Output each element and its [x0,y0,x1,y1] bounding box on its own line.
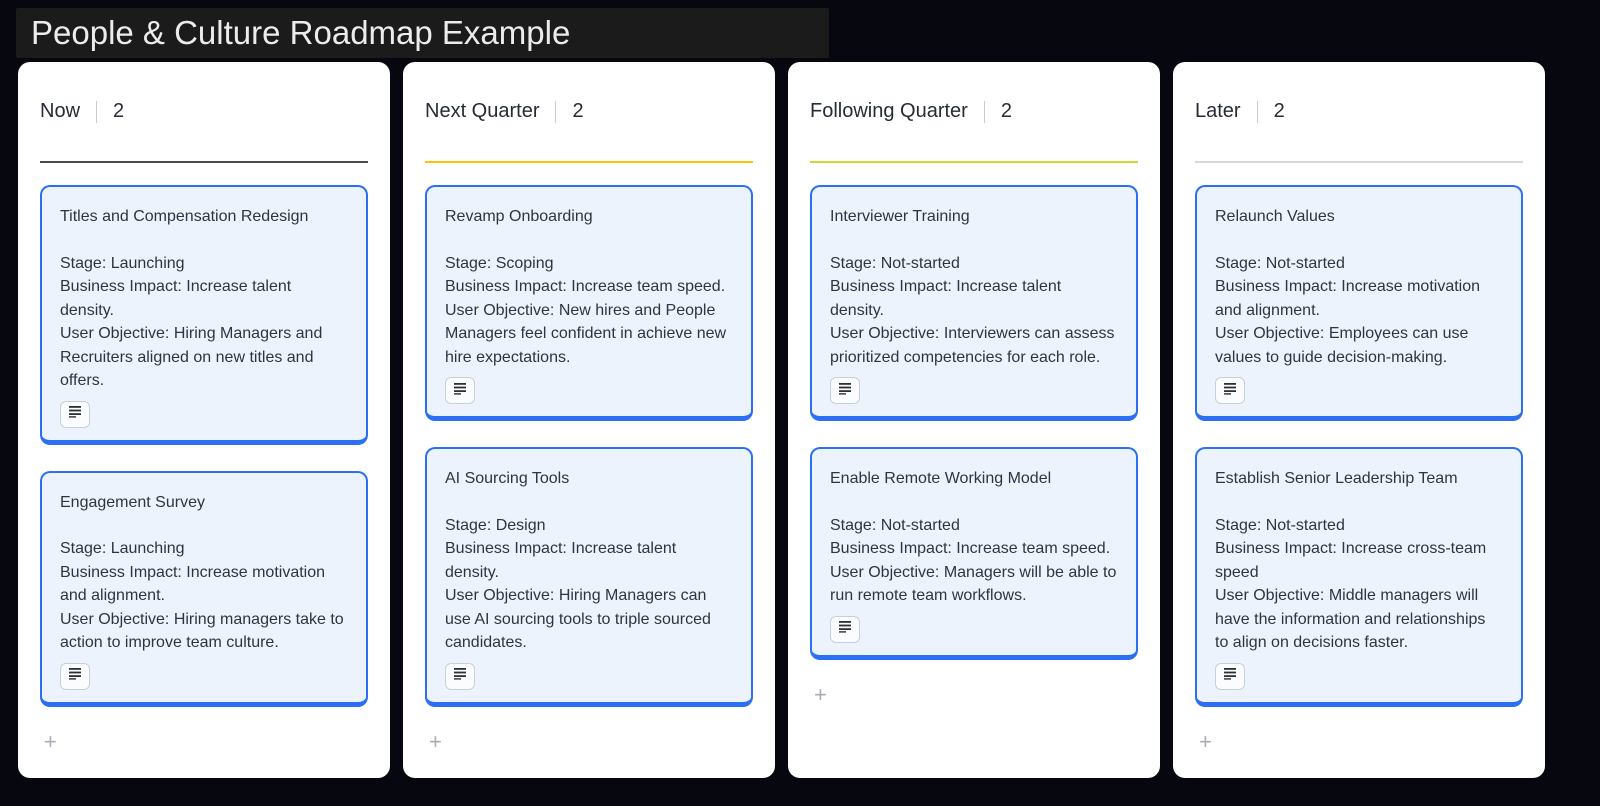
card-body: Stage: Launching Business Impact: Increa… [60,537,348,655]
card-stage: Stage: Launching [60,254,185,272]
notes-button[interactable] [445,377,475,405]
card-body: Stage: Not-started Business Impact: Incr… [1215,252,1503,370]
notes-button[interactable] [60,400,90,428]
column-name: Following Quarter [810,100,968,122]
card-user-objective: User Objective: Employees can use values… [1215,325,1469,366]
notes-button[interactable] [1215,662,1245,690]
add-card-button[interactable]: + [1199,728,1212,754]
notes-icon [68,664,82,688]
card-title: Titles and Compensation Redesign [60,208,309,225]
column-header: Next Quarter 2 [425,100,753,123]
card-title: Relaunch Values [1215,208,1335,225]
notes-button[interactable] [445,662,475,690]
column-card-count: 2 [572,100,584,122]
column-accent-rule [425,161,753,163]
card-list: Interviewer Training Stage: Not-started … [810,185,1138,660]
column-accent-rule [40,161,368,163]
column-following-quarter: Following Quarter 2 Interviewer Training… [788,62,1160,778]
card-title: Establish Senior Leadership Team [1215,470,1458,488]
card-user-objective: User Objective: Hiring Managers and Recr… [60,325,323,390]
card-title: Interviewer Training [830,208,970,225]
card-user-objective: User Objective: Hiring managers take to … [60,610,344,652]
column-name: Next Quarter [425,100,540,122]
card-business-impact: Business Impact: Increase talent density… [60,278,292,319]
card-list: Titles and Compensation Redesign Stage: … [40,185,368,707]
add-card-button[interactable]: + [429,728,442,754]
column-name: Later [1195,100,1241,122]
card-list: Relaunch Values Stage: Not-started Busin… [1195,185,1523,707]
add-card-button[interactable]: + [814,681,827,707]
notes-icon [838,617,852,641]
card-business-impact: Business Impact: Increase cross-team spe… [1215,540,1487,581]
column-accent-rule [1195,161,1523,163]
card-title: Engagement Survey [60,493,205,511]
card-body: Stage: Design Business Impact: Increase … [445,514,733,655]
card-business-impact: Business Impact: Increase talent density… [445,540,677,581]
notes-button[interactable] [830,615,860,643]
card-stage: Stage: Not-started [1215,254,1345,272]
column-header: Now 2 [40,100,368,123]
card-stage: Stage: Not-started [830,254,960,272]
column-now: Now 2 Titles and Compensation Redesign S… [18,62,390,778]
card-list: Revamp Onboarding Stage: Scoping Busines… [425,185,753,707]
card-stage: Stage: Scoping [445,254,554,272]
notes-icon [68,402,82,426]
column-card-count: 2 [1273,100,1285,122]
column-header: Following Quarter 2 [810,100,1138,123]
column-card-count: 2 [1000,100,1012,122]
roadmap-card[interactable]: Interviewer Training Stage: Not-started … [810,185,1138,422]
card-user-objective: User Objective: Middle managers will hav… [1215,587,1486,652]
add-card-button[interactable]: + [44,728,57,754]
roadmap-card[interactable]: Relaunch Values Stage: Not-started Busin… [1195,185,1523,422]
notes-icon [838,379,852,403]
card-user-objective: User Objective: Hiring Managers can use … [445,587,711,652]
column-later: Later 2 Relaunch Values Stage: Not-start… [1173,62,1545,778]
card-stage: Stage: Launching [60,540,185,558]
notes-icon [1223,379,1237,403]
card-business-impact: Business Impact: Increase team speed. [445,278,726,296]
column-card-count: 2 [113,100,125,122]
card-business-impact: Business Impact: Increase motivation and… [60,563,326,605]
notes-button[interactable] [1215,377,1245,405]
card-stage: Stage: Not-started [830,516,960,534]
header-count-divider [96,100,98,123]
card-business-impact: Business Impact: Increase talent density… [830,278,1062,319]
notes-icon [453,379,467,403]
card-title: Revamp Onboarding [445,208,593,225]
card-user-objective: User Objective: Interviewers can assess … [830,325,1115,366]
header-count-divider [983,100,985,123]
card-user-objective: User Objective: Managers will be able to… [830,563,1117,605]
notes-button[interactable] [60,662,90,690]
roadmap-card[interactable]: AI Sourcing Tools Stage: Design Business… [425,447,753,707]
roadmap-board: Now 2 Titles and Compensation Redesign S… [18,62,1545,778]
notes-button[interactable] [830,377,860,405]
card-body: Stage: Not-started Business Impact: Incr… [1215,514,1503,655]
card-business-impact: Business Impact: Increase team speed. [830,540,1111,558]
card-title: Enable Remote Working Model [830,470,1052,488]
column-accent-rule [810,161,1138,163]
roadmap-card[interactable]: Establish Senior Leadership Team Stage: … [1195,447,1523,707]
roadmap-card[interactable]: Revamp Onboarding Stage: Scoping Busines… [425,185,753,422]
card-business-impact: Business Impact: Increase motivation and… [1215,278,1481,319]
notes-icon [1223,664,1237,688]
column-header: Later 2 [1195,100,1523,123]
column-next-quarter: Next Quarter 2 Revamp Onboarding Stage: … [403,62,775,778]
header-count-divider [555,100,557,123]
roadmap-card[interactable]: Enable Remote Working Model Stage: Not-s… [810,447,1138,660]
card-title: AI Sourcing Tools [445,470,570,488]
card-user-objective: User Objective: New hires and People Man… [445,301,727,366]
header-count-divider [1256,100,1258,123]
column-name: Now [40,100,81,122]
roadmap-card[interactable]: Titles and Compensation Redesign Stage: … [40,185,368,445]
card-body: Stage: Not-started Business Impact: Incr… [830,514,1118,608]
card-stage: Stage: Design [445,516,546,534]
notes-icon [453,664,467,688]
card-body: Stage: Scoping Business Impact: Increase… [445,252,733,370]
card-body: Stage: Launching Business Impact: Increa… [60,252,348,393]
page-title: People & Culture Roadmap Example [16,8,829,58]
roadmap-card[interactable]: Engagement Survey Stage: Launching Busin… [40,470,368,707]
card-stage: Stage: Not-started [1215,516,1345,534]
card-body: Stage: Not-started Business Impact: Incr… [830,252,1118,370]
